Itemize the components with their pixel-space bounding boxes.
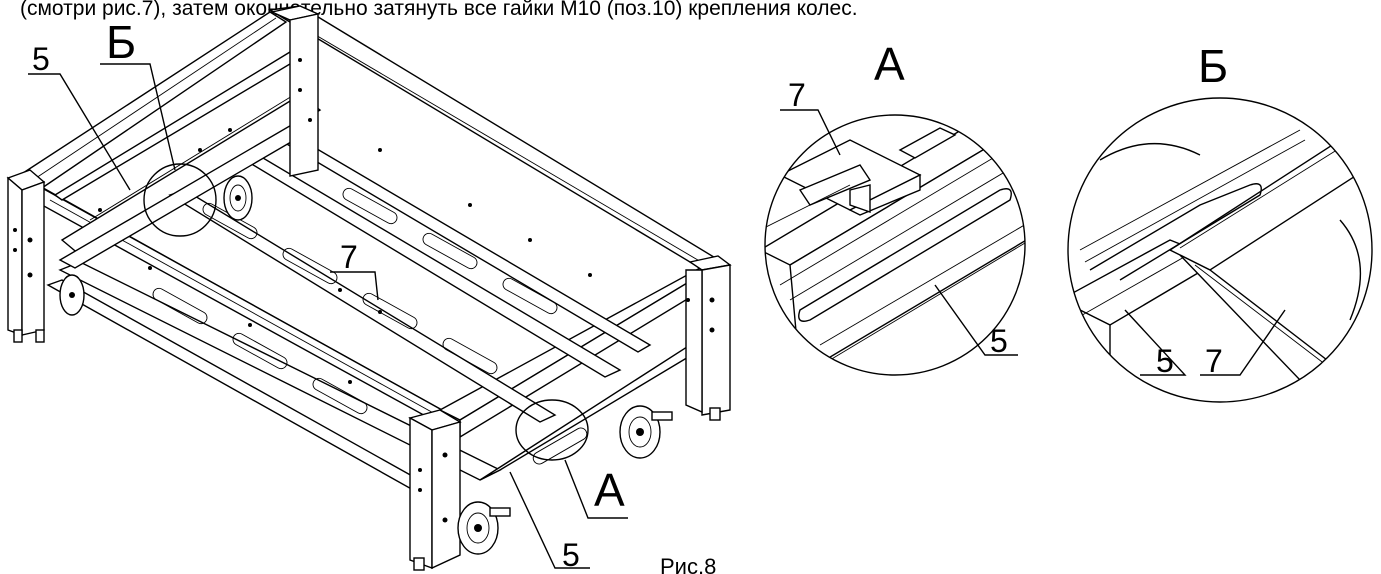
right-top-rail	[438, 261, 723, 421]
detail-b-label-5: 5	[1156, 343, 1174, 379]
detail-b-title: Б	[1198, 40, 1228, 92]
leader-a	[564, 459, 628, 519]
leader-5-bottom	[509, 471, 590, 569]
detail-b-wheel-arc	[1099, 142, 1201, 161]
leg-back-right	[701, 264, 731, 416]
leader-5-top	[28, 73, 131, 191]
leg-front-right	[409, 416, 433, 569]
detail-b-leader-7	[1200, 309, 1286, 376]
label-detail-b: Б	[106, 16, 136, 68]
wheel-front-right	[457, 501, 511, 555]
detail-a-leader-7	[780, 109, 841, 156]
main-view-callouts: 5 Б 7 А 5	[28, 16, 628, 573]
detail-a-leader-5	[934, 284, 1018, 356]
label-detail-a: А	[594, 464, 625, 516]
detail-view-a: А 7 5	[764, 38, 1026, 376]
leader-b	[100, 63, 176, 171]
detail-a-label-7: 7	[788, 77, 806, 113]
leader-7	[330, 271, 379, 301]
foot-front-right	[413, 557, 425, 571]
figure-caption: Рис.8	[660, 554, 716, 574]
label-pos5-top: 5	[32, 41, 50, 77]
detail-circle-b	[143, 163, 217, 237]
wheel-front-left	[59, 274, 85, 316]
detail-a-circle	[764, 114, 1026, 376]
foot-front-left	[13, 329, 23, 343]
label-pos5-bottom: 5	[562, 537, 580, 573]
detail-b-leader-5	[1124, 309, 1187, 376]
slot-pattern	[152, 187, 588, 465]
leg-front-left	[7, 176, 23, 336]
detail-circle-a	[515, 399, 589, 461]
detail-b-label-7: 7	[1205, 343, 1223, 379]
wheel-back-right	[619, 405, 673, 459]
detail-a-title: А	[874, 38, 905, 90]
detail-view-b: Б 5 7	[1067, 40, 1373, 403]
detail-a-label-5: 5	[990, 323, 1008, 359]
label-pos7: 7	[340, 239, 358, 275]
leg-back-left	[289, 13, 319, 177]
detail-b-circle	[1067, 97, 1373, 403]
instruction-text: (смотри рис.7), затем окончательно затян…	[20, 0, 858, 20]
inner-left-rail-low	[60, 94, 322, 256]
crossbar-7c	[278, 135, 652, 353]
bolt-holes	[13, 58, 715, 523]
foot-back-right	[709, 407, 721, 421]
back-top-rail	[267, 5, 724, 269]
wheel-back-left	[223, 175, 253, 221]
frame-assembly	[6, 5, 732, 571]
